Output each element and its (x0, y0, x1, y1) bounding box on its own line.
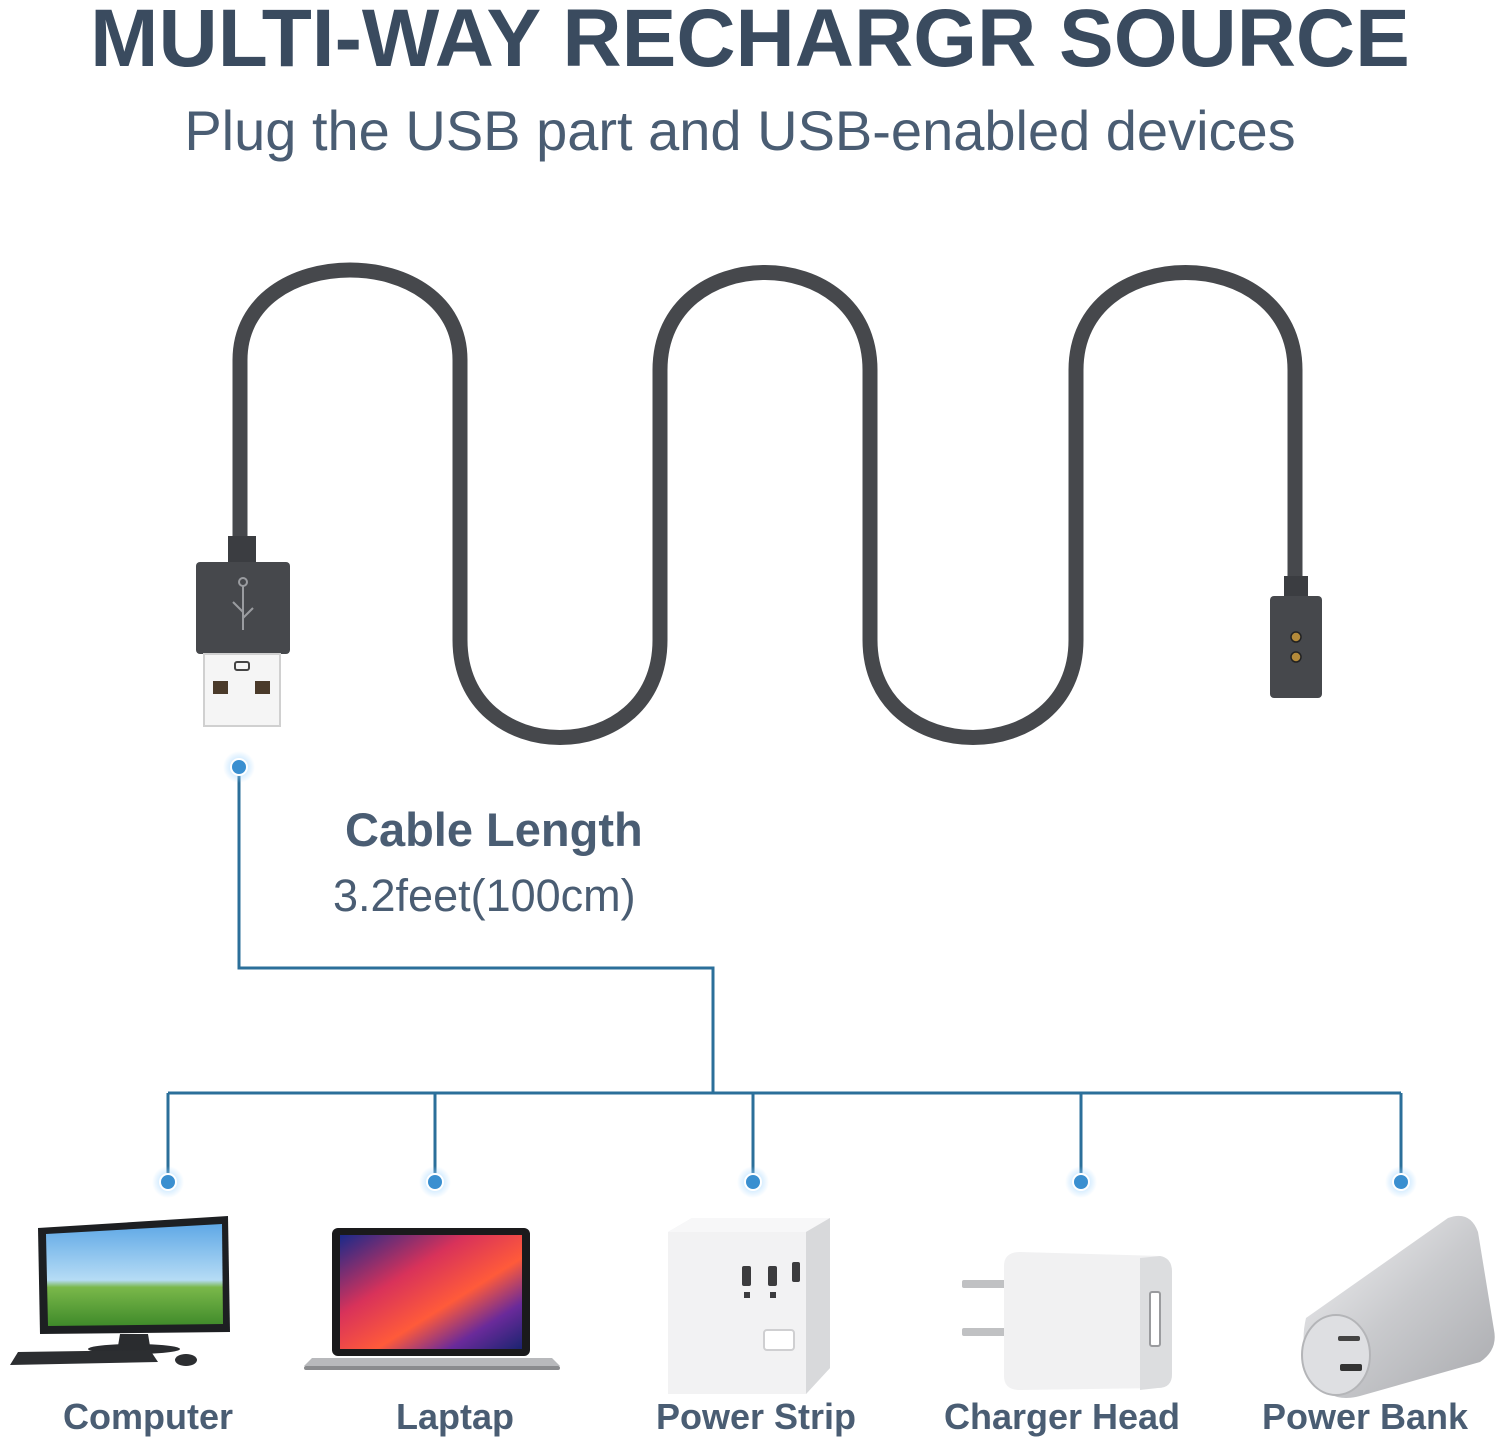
device-label-power-bank: Power Bank (1261, 1396, 1469, 1437)
connector-dots (152, 751, 1417, 1198)
cable-length-label: Cable Length (345, 803, 643, 856)
computer-icon (10, 1216, 230, 1366)
power-strip-icon (668, 1218, 830, 1394)
device-label-power-strip: Power Strip (655, 1396, 857, 1437)
magnetic-connector-icon (1270, 576, 1322, 698)
usb-cable (232, 262, 1303, 745)
usb-a-plug-icon (196, 536, 290, 727)
device-label-laptop: Laptap (395, 1396, 514, 1437)
page-title: MULTI-WAY RECHARGR SOURCE (90, 0, 1410, 84)
laptop-icon (304, 1228, 560, 1370)
cable-length-value: 3.2feet(100cm) (333, 870, 636, 921)
device-label-charger-head: Charger Head (943, 1396, 1181, 1437)
device-label-computer: Computer (63, 1396, 233, 1437)
page-subtitle: Plug the USB part and USB-enabled device… (184, 99, 1296, 162)
power-bank-icon (1301, 1215, 1495, 1398)
charger-head-icon (962, 1252, 1172, 1390)
